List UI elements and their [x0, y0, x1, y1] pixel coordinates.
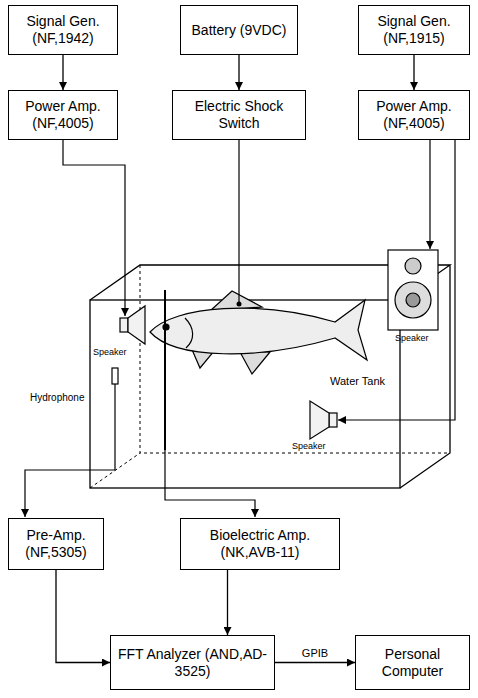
fish [150, 291, 367, 374]
edge-label: GPIB [300, 647, 330, 659]
process-box: Pre-Amp. (NF,5305) [8, 518, 104, 570]
water-tank [90, 265, 450, 488]
connector-arrow [227, 570, 228, 635]
hydrophone-symbol [112, 368, 118, 384]
part-label: Speaker [93, 348, 127, 358]
process-box: Personal Computer [355, 635, 470, 690]
box-text: Signal Gen. (NF,1942) [14, 13, 112, 47]
box-text: FFT Analyzer (AND,AD-3525) [116, 646, 269, 680]
connector-arrow [56, 570, 110, 663]
process-box: Signal Gen. (NF,1915) [358, 5, 470, 55]
box-text: Power Amp. (NF,4005) [14, 98, 112, 132]
process-box: FFT Analyzer (AND,AD-3525) [110, 635, 275, 690]
process-box: Battery (9VDC) [180, 5, 298, 55]
part-label: Speaker [292, 442, 326, 452]
part-label: Hydrophone [30, 392, 84, 403]
connector-arrow [238, 55, 239, 90]
process-box: Electric Shock Switch [172, 90, 306, 140]
box-text: Personal Computer [361, 646, 464, 680]
process-box: Power Amp. (NF,4005) [358, 90, 470, 140]
wire [25, 140, 455, 517]
process-box: Power Amp. (NF,4005) [8, 90, 118, 140]
box-text: Power Amp. (NF,4005) [364, 98, 464, 132]
box-text: Signal Gen. (NF,1915) [364, 13, 464, 47]
box-text: Battery (9VDC) [192, 22, 287, 39]
process-box: Signal Gen. (NF,1942) [8, 5, 118, 55]
part-label: Speaker [395, 334, 429, 344]
process-box: Bioelectric Amp. (NK,AVB-11) [180, 518, 340, 570]
box-text: Electric Shock Switch [178, 98, 300, 132]
electrode-rod [164, 290, 166, 450]
connector-arrow [62, 55, 63, 90]
connector-arrow [413, 55, 414, 90]
connector-arrow [275, 662, 355, 663]
part-label: Water Tank [330, 375, 385, 387]
box-text: Bioelectric Amp. (NK,AVB-11) [186, 527, 334, 561]
speaker-symbol [310, 401, 337, 439]
speaker-symbol [388, 250, 438, 330]
box-text: Pre-Amp. (NF,5305) [14, 527, 98, 561]
shock-electrode [237, 302, 242, 307]
speaker-symbol [120, 306, 145, 344]
